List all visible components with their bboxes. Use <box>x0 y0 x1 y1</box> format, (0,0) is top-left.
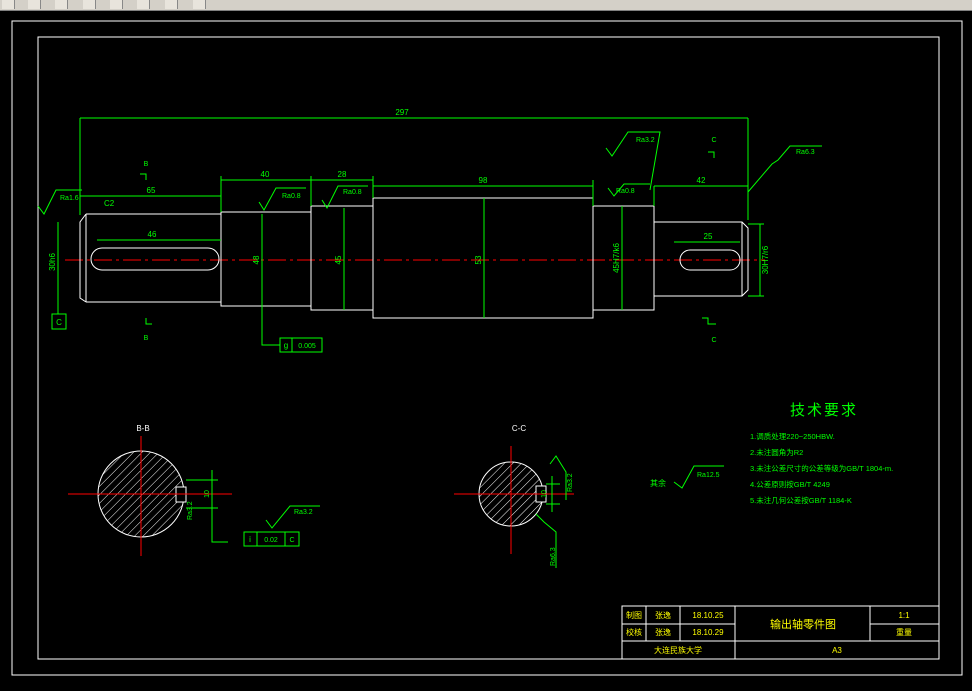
section-bb <box>68 436 232 556</box>
tb-r2-date: 18.10.29 <box>692 628 724 637</box>
rough-8: Ra3.2 <box>294 509 313 516</box>
rough-2: Ra0.8 <box>282 193 301 200</box>
symmetry-datum: C <box>289 537 294 544</box>
symmetry-tolerance <box>243 531 300 547</box>
dim-dia-left: 30h6 <box>48 253 57 271</box>
tb-part-name: 输出轴零件图 <box>770 617 836 631</box>
dim-40: 40 <box>261 170 270 179</box>
tb-sheet: A3 <box>832 646 842 655</box>
doc-icon[interactable] <box>165 0 178 9</box>
inner-border <box>37 36 940 660</box>
rough-7: Ra3.2 <box>187 501 194 520</box>
drawing-canvas[interactable]: 297 65 40 28 98 42 46 25 C2 30h6 48 45 5… <box>0 11 972 686</box>
doc-icon[interactable] <box>110 0 123 9</box>
tech-title: 技术要求 <box>790 402 858 419</box>
dim-28: 28 <box>338 170 347 179</box>
runout-symbol: g <box>284 341 288 350</box>
rough-1: Ra1.6 <box>60 195 79 202</box>
tech-item-4: 4.公差原则按GB/T 4249 <box>750 479 830 489</box>
runout-value: 0.005 <box>298 343 316 350</box>
doc-icon[interactable] <box>28 0 41 9</box>
doc-icon[interactable] <box>83 0 96 9</box>
section-markers <box>140 151 716 325</box>
title-block <box>621 605 940 660</box>
dim-chamfer: C2 <box>104 199 115 208</box>
tech-item-5: 5.未注几何公差按GB/T 1184-K <box>750 495 852 505</box>
shaft-outline <box>79 197 749 319</box>
runout-tolerance <box>261 306 323 353</box>
dim-dia-45k6: 45H7/k6 <box>612 243 621 273</box>
datum-label: C <box>56 318 62 327</box>
rough-10: Ra6.3 <box>550 547 557 566</box>
dim-dia-53: 53 <box>474 255 483 264</box>
doc-icon[interactable] <box>2 0 15 9</box>
section-cc-depth: 10 <box>541 490 548 498</box>
other-prefix: 其余 <box>650 478 666 488</box>
rough-6: Ra6.3 <box>796 149 815 156</box>
section-cc <box>454 446 574 568</box>
tech-item-2: 2.未注圆角为R2 <box>750 447 803 457</box>
section-cc-label: C-C <box>512 424 526 433</box>
datum-box <box>51 313 67 330</box>
section-c-bottom: C <box>711 337 716 344</box>
section-c-top: C <box>711 137 716 144</box>
dim-overall: 297 <box>395 108 409 117</box>
rough-9: Ra3.2 <box>567 473 574 492</box>
doc-icon[interactable] <box>55 0 68 9</box>
tech-item-3: 3.未注公差尺寸的公差等级为GB/T 1804-m. <box>750 463 893 473</box>
rough-11: Ra12.5 <box>697 472 720 479</box>
section-bb-depth: 10 <box>204 490 211 498</box>
tb-scale: 1:1 <box>898 611 910 620</box>
roughness-symbols <box>37 131 822 529</box>
dim-dia-48: 48 <box>252 255 261 264</box>
outer-border <box>11 20 963 676</box>
tb-r1-name: 张逸 <box>655 610 671 620</box>
tb-r1-role: 制图 <box>626 610 642 620</box>
tb-weight: 重量 <box>896 627 912 637</box>
rough-4: Ra3.2 <box>636 137 655 144</box>
rough-5: Ra0.8 <box>616 188 635 195</box>
symmetry-value: 0.02 <box>264 537 278 544</box>
dim-65: 65 <box>147 186 156 195</box>
tech-item-1: 1.调质处理220~250HBW. <box>750 431 835 441</box>
dim-42: 42 <box>697 176 706 185</box>
doc-icon[interactable] <box>137 0 150 9</box>
dim-dia-right: 30H7/r6 <box>761 245 770 274</box>
doc-icon[interactable] <box>193 0 206 9</box>
dim-dia-45: 45 <box>334 255 343 264</box>
dim-key-25: 25 <box>704 232 713 241</box>
dim-key-46: 46 <box>148 230 157 239</box>
dim-98: 98 <box>479 176 488 185</box>
section-bb-label: B-B <box>136 424 149 433</box>
tb-r1-date: 18.10.25 <box>692 611 724 620</box>
section-b-top: B <box>144 161 149 168</box>
symmetry-symbol: i <box>249 535 251 544</box>
tb-r2-name: 张逸 <box>655 627 671 637</box>
dimension-lines <box>57 117 764 318</box>
section-b-bottom: B <box>144 335 149 342</box>
tb-r2-role: 校核 <box>626 627 642 637</box>
rough-3: Ra0.8 <box>343 189 362 196</box>
tb-school: 大连民族大学 <box>654 645 702 655</box>
toolbar <box>0 0 972 11</box>
